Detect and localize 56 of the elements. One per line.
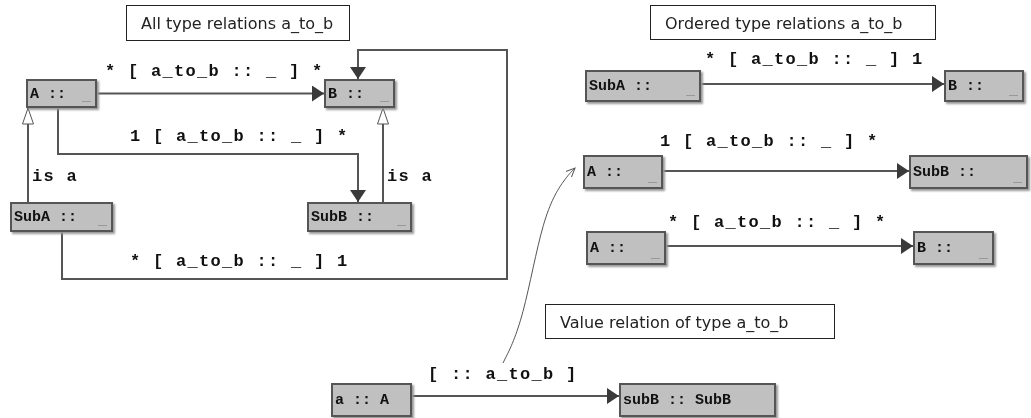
type-name: SubA :: [14, 208, 77, 226]
edge-label: * [ a_to_b :: _ ] 1 [705, 51, 924, 69]
title-text: Ordered type relations a_to_b [665, 13, 903, 32]
class-box [619, 383, 776, 417]
type-name: B :: [917, 239, 953, 257]
placeholder-mark: _ [686, 82, 695, 99]
inheritance-arrow [22, 107, 34, 203]
type-name: A :: [30, 85, 66, 102]
curved-arrow [502, 167, 576, 364]
inheritance-arrow [377, 107, 389, 203]
class-box [585, 70, 701, 102]
edge-label: * [ a_to_b :: _ ] * [105, 63, 324, 81]
placeholder-mark: _ [979, 245, 988, 262]
class-box [307, 202, 412, 232]
association-arrow [411, 388, 620, 404]
title-box [545, 304, 835, 339]
title-text: Value relation of type a_to_b [560, 312, 789, 331]
type-name: A :: [590, 239, 626, 257]
association-arrow [96, 85, 325, 102]
association-arrow [700, 76, 945, 92]
placeholder-mark: _ [1009, 82, 1018, 99]
class-box [909, 155, 1028, 189]
placeholder-mark: _ [82, 88, 91, 105]
type-name: SubB :: [913, 163, 976, 181]
edge-label: 1 [ a_to_b :: _ ] * [130, 128, 349, 146]
title-box [650, 5, 936, 40]
type-name: A :: [587, 163, 623, 181]
class-box [10, 202, 113, 232]
title-text: All type relations a_to_b [141, 13, 334, 33]
type-name: a :: A [335, 391, 389, 409]
type-name: B :: [948, 77, 984, 95]
type-name: subB :: SubB [623, 391, 732, 409]
placeholder-mark: _ [648, 169, 657, 186]
placeholder-mark: _ [380, 88, 389, 105]
class-box [26, 79, 97, 108]
class-box [583, 155, 663, 189]
placeholder-mark: _ [98, 212, 107, 229]
edge-label: 1 [ a_to_b :: _ ] * [660, 133, 879, 151]
title-box [126, 5, 350, 41]
class-box [944, 70, 1024, 102]
edge-label: * [ a_to_b :: _ ] * [668, 214, 887, 232]
type-name: SubA :: [589, 77, 652, 95]
class-box [324, 79, 395, 108]
class-box [913, 231, 994, 265]
placeholder-mark: _ [1013, 169, 1022, 186]
association-arrow [61, 49, 508, 280]
association-arrow [665, 238, 914, 254]
type-name: B :: [328, 85, 364, 102]
association-arrow [57, 107, 366, 203]
association-arrow [662, 163, 910, 179]
edge-label: * [ a_to_b :: _ ] 1 [130, 253, 349, 271]
class-box [586, 231, 666, 265]
type-name: SubB :: [311, 208, 374, 226]
class-box [331, 383, 412, 417]
placeholder-mark: _ [651, 245, 660, 262]
placeholder-mark: _ [397, 212, 406, 229]
